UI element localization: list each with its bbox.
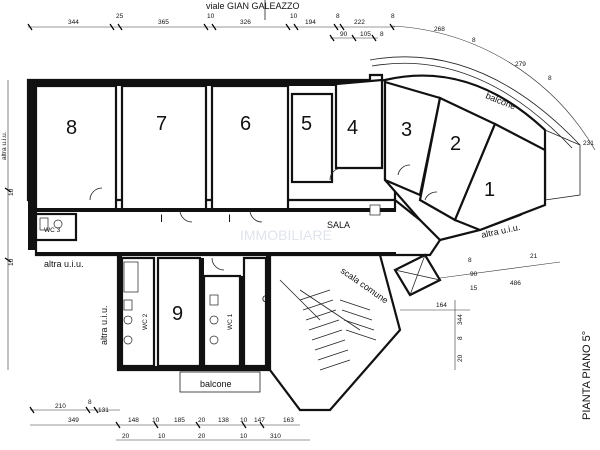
watermark: IMMOBILIARE <box>240 227 332 243</box>
dim-right-2: 8 <box>468 257 472 264</box>
lower-block: WC 2 WC 1 <box>116 253 272 372</box>
sala-label: SALA <box>327 220 350 230</box>
dim-right-1: 486 <box>510 280 521 287</box>
dim-left-1: 10 <box>8 258 15 266</box>
elevator <box>393 253 442 297</box>
dim-top-7: 8 <box>336 13 340 20</box>
room-label-2: 2 <box>450 133 461 155</box>
dim-bottom1-1: 8 <box>88 399 92 406</box>
dim-top2-0: 90 <box>340 31 348 38</box>
dim-top-2: 365 <box>158 19 169 26</box>
dim-bottom3-4: 310 <box>270 433 281 440</box>
dim-right-3: 90 <box>470 271 478 278</box>
dim-right-6: 344 <box>457 314 464 325</box>
dim-arc-1: 8 <box>472 37 476 44</box>
room-8 <box>34 84 118 212</box>
dim-bottom1-0: 210 <box>55 403 66 410</box>
wc1-room <box>202 274 242 368</box>
room-5 <box>290 92 334 184</box>
room-label-5: 5 <box>301 113 312 135</box>
cucina-room <box>242 256 268 368</box>
room-6 <box>210 84 290 212</box>
curved-wing: balcone <box>369 56 581 242</box>
balcone-bottom-label: balcone <box>200 379 232 389</box>
dim-top2-2: 8 <box>380 31 384 38</box>
room-label-3: 3 <box>401 119 412 141</box>
dim-bottom2-8: 163 <box>283 417 294 424</box>
dim-top2-1: 105 <box>360 31 371 38</box>
room-label-8: 8 <box>66 117 77 139</box>
room-7 <box>120 84 208 212</box>
dim-bottom3-2: 20 <box>198 433 206 440</box>
altra-uiu-left-mid: altra u.i.u. <box>44 259 84 269</box>
room-numbers: 8 7 6 5 4 3 2 1 9 <box>66 113 495 325</box>
dim-bottom2-5: 138 <box>218 417 229 424</box>
dim-bottom3-1: 10 <box>158 433 166 440</box>
dim-top-8: 222 <box>354 19 365 26</box>
dim-arc-4: 231 <box>583 140 594 147</box>
room-4 <box>334 78 384 170</box>
pillar <box>369 204 381 216</box>
bottom-dimensions: 210 8 131 349 148 10 185 20 138 10 147 1… <box>29 399 310 441</box>
dim-top-1: 25 <box>116 13 124 20</box>
dim-bottom2-0: 349 <box>68 417 79 424</box>
dim-arc-0: 268 <box>434 26 445 33</box>
pianta-label: PIANTA PIANO 5° <box>581 331 593 420</box>
wc3-label: WC 3 <box>44 227 61 234</box>
dim-top-0: 344 <box>68 19 79 26</box>
dim-right-8: 20 <box>457 354 464 362</box>
dim-top-4: 326 <box>240 19 251 26</box>
room-label-6: 6 <box>240 113 251 135</box>
staircase: scala comune <box>268 253 402 412</box>
dim-bottom3-3: 10 <box>240 433 248 440</box>
balcone-bottom: balcone <box>179 371 261 393</box>
dim-right-5: 164 <box>436 302 447 309</box>
dim-bottom2-1: 148 <box>128 417 139 424</box>
dim-top-6: 194 <box>305 19 316 26</box>
street-label: viale GIAN GALEAZZO <box>206 1 300 11</box>
altra-uiu-left-top: altra u.i.u. <box>1 131 8 160</box>
svg-text:I: I <box>228 213 231 225</box>
dim-right-0: 21 <box>530 253 538 260</box>
dim-top-3: 10 <box>207 13 215 20</box>
corridor: SALA IMMOBILIARE I I <box>34 197 442 257</box>
dim-bottom2-4: 20 <box>198 417 206 424</box>
dim-right-7: 8 <box>457 336 464 340</box>
wc2-label: WC 2 <box>142 313 149 330</box>
bathtub-icon <box>123 261 139 293</box>
top-dimensions: 344 25 365 10 326 10 194 8 222 8 90 105 … <box>27 13 395 42</box>
left-annotations: 10 10 altra u.i.u. altra u.i.u. altra u.… <box>1 80 109 370</box>
dim-arc-2: 279 <box>515 61 526 68</box>
dim-arc-3: 8 <box>548 75 552 82</box>
room-label-9: 9 <box>172 303 183 325</box>
room-label-1: 1 <box>484 179 495 201</box>
altra-uiu-left-bottom: altra u.i.u. <box>99 305 109 345</box>
dim-bottom2-6: 10 <box>240 417 248 424</box>
doors <box>89 164 438 271</box>
dim-left-0: 10 <box>8 188 15 196</box>
dim-bottom2-3: 185 <box>174 417 185 424</box>
dim-top-5: 10 <box>290 13 298 20</box>
wc1-label: WC 1 <box>227 313 234 330</box>
arc-dimensions: 268 8 279 8 231 <box>391 25 596 151</box>
dim-bottom2-2: 10 <box>152 417 160 424</box>
svg-text:I: I <box>160 213 163 225</box>
building-walls <box>26 73 397 250</box>
room-label-4: 4 <box>347 117 358 139</box>
dim-bottom3-0: 20 <box>122 433 130 440</box>
dim-right-4: 15 <box>470 285 478 292</box>
dim-bottom2-7: 147 <box>254 417 265 424</box>
wc3-room: WC 3 <box>34 212 78 242</box>
room-label-7: 7 <box>156 113 167 135</box>
dim-top-9: 8 <box>391 13 395 20</box>
room-9 <box>156 256 202 368</box>
room-1 <box>453 122 547 232</box>
dim-bottom1-2: 131 <box>98 407 109 414</box>
